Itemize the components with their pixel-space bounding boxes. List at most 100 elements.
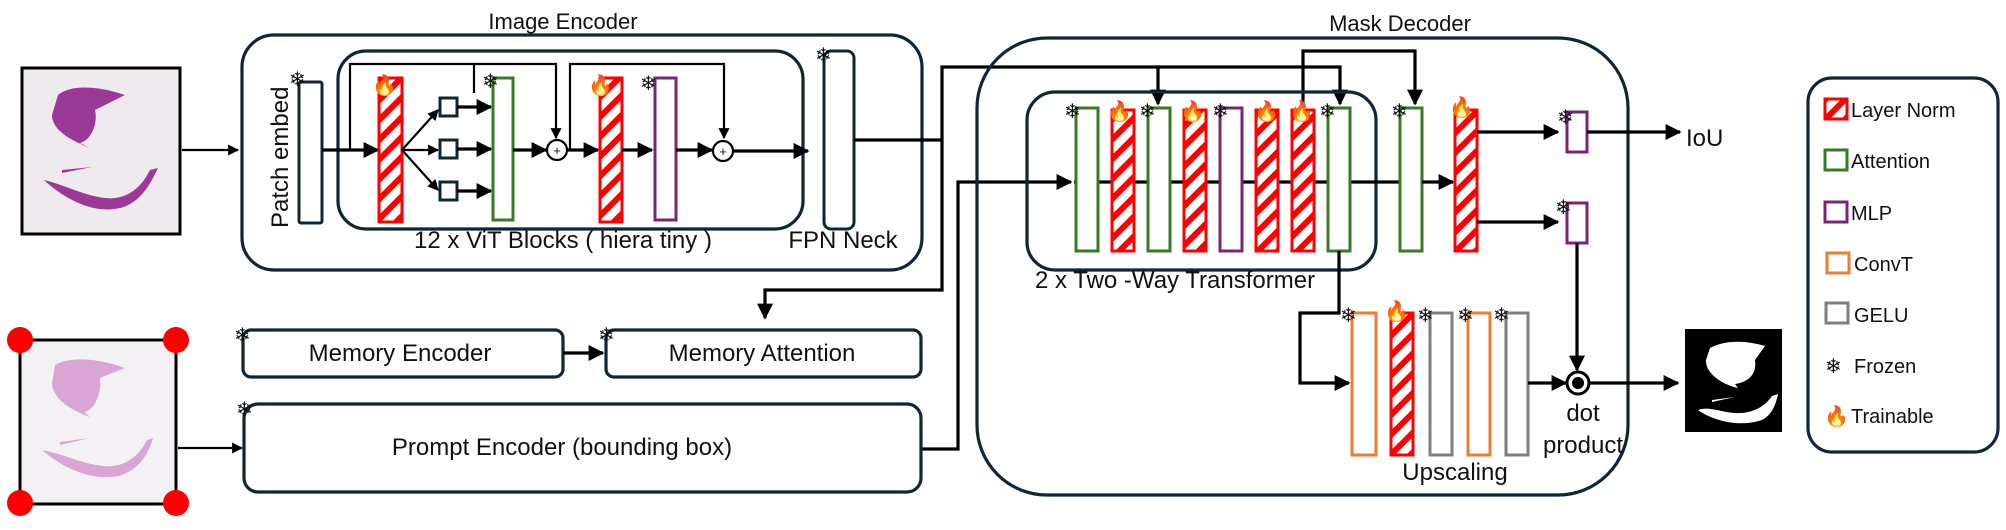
attention-block	[1146, 106, 1172, 253]
svg-text:+: +	[553, 143, 561, 158]
frozen-icon: ❄	[236, 397, 253, 421]
image-encoder-container	[240, 33, 924, 272]
bbox-corner-bl	[7, 490, 33, 516]
svg-text:GELU: GELU	[1854, 305, 1908, 327]
tissue-lower	[44, 168, 158, 210]
trainable-icon: 🔥	[372, 73, 397, 97]
trainable-icon: 🔥	[1107, 99, 1132, 123]
convt-block	[1466, 311, 1492, 457]
legend-item-frozen: ❄ Frozen	[1825, 354, 1916, 378]
value-projection	[438, 180, 459, 202]
layer-norm-block	[377, 76, 404, 224]
legend-container	[1806, 76, 2000, 454]
memory-attention: Memory Attention ❄	[598, 323, 923, 379]
memory-encoder-label: Memory Encoder	[309, 340, 492, 367]
vit-blocks-label: 12 x ViT Blocks ( hiera tiny )	[414, 227, 712, 254]
gelu-swatch	[1824, 301, 1850, 325]
legend: Layer Norm Attention MLP ConvT GELU ❄ Fr…	[1806, 76, 2000, 454]
frozen-icon: ❄	[1340, 303, 1357, 327]
trainable-icon: 🔥	[588, 73, 613, 97]
wire-skip-to-final-attention	[1301, 49, 1423, 110]
frozen-icon: ❄	[598, 323, 615, 347]
dot-product-label-line1: dot	[1566, 400, 1600, 427]
layer-norm-block	[1110, 108, 1136, 253]
mask-decoder: Mask Decoder 2 x Two -Way Transformer ❄ …	[975, 11, 1723, 497]
wire-prompt-to-decoder	[922, 174, 1073, 451]
attention-block	[1326, 106, 1352, 253]
frozen-icon: ❄	[1212, 99, 1229, 123]
trainable-icon: 🔥	[1180, 99, 1205, 123]
frozen-icon: ❄	[234, 323, 251, 347]
layer-norm-swatch	[1823, 97, 1849, 121]
gelu-block	[1428, 311, 1454, 457]
layer-norm-block	[1182, 108, 1208, 253]
frozen-icon: ❄	[1319, 99, 1336, 123]
layer-norm-block	[1254, 108, 1280, 253]
prompt-encoder-label: Prompt Encoder (bounding box)	[392, 434, 732, 461]
fpn-neck-block	[822, 49, 856, 231]
svg-text:Layer Norm: Layer Norm	[1851, 100, 1955, 122]
final-layer-norm-block	[1453, 108, 1479, 253]
frozen-icon: ❄	[1064, 99, 1081, 123]
trainable-icon: 🔥	[1824, 404, 1849, 428]
frozen-icon: ❄	[1555, 195, 1572, 219]
frozen-icon: ❄	[1417, 303, 1434, 327]
vit-blocks-container	[336, 49, 805, 231]
two-way-transformer-label: 2 x Two -Way Transformer	[1035, 267, 1315, 294]
frozen-icon: ❄	[482, 69, 499, 93]
bbox-corner-tl	[7, 327, 33, 353]
mlp-block	[1218, 106, 1244, 253]
memory-attention-label: Memory Attention	[669, 340, 856, 367]
mlp-swatch	[1823, 200, 1849, 224]
fpn-neck-label: FPN Neck	[788, 227, 898, 254]
prompt-image-with-bbox	[7, 327, 189, 516]
final-attention-block	[1398, 106, 1424, 253]
legend-item-mlp: MLP	[1823, 200, 1892, 225]
tissue-upper	[52, 87, 125, 148]
query-projection	[438, 96, 459, 118]
patch-embed-block	[297, 80, 324, 225]
frozen-icon: ❄	[1391, 99, 1408, 123]
frozen-icon: ❄	[1557, 105, 1574, 129]
convt-block	[1350, 311, 1378, 457]
attention-block	[1074, 106, 1100, 253]
trainable-icon: 🔥	[1254, 99, 1279, 123]
frozen-icon: ❄	[1139, 99, 1156, 123]
svg-text:Frozen: Frozen	[1854, 356, 1916, 378]
attention-block	[491, 76, 515, 222]
dot-product-label-line2: product	[1543, 432, 1623, 459]
layer-norm-block	[598, 76, 624, 224]
wire-encoder-to-decoder-a	[854, 65, 1166, 142]
layer-norm-block	[1389, 311, 1415, 457]
patch-embed-label: Patch embed	[267, 87, 294, 228]
patch-embed: Patch embed ❄	[267, 67, 324, 228]
input-image	[20, 66, 182, 236]
svg-text:+: +	[719, 144, 727, 159]
upscaling-blocks: ❄ 🔥 ❄ ❄ ❄	[1340, 299, 1530, 457]
iou-output-label: IoU	[1686, 125, 1723, 152]
mlp-block	[653, 76, 678, 222]
frozen-icon: ❄	[1493, 303, 1510, 327]
frozen-icon: ❄	[289, 67, 306, 91]
frozen-icon: ❄	[815, 43, 832, 67]
two-way-blocks: ❄ 🔥 ❄ 🔥 ❄ 🔥 🔥 ❄	[1064, 99, 1352, 253]
legend-item-trainable: 🔥 Trainable	[1824, 404, 1934, 428]
wire-to-upscaling	[1298, 251, 1351, 391]
frozen-icon: ❄	[1825, 354, 1842, 378]
upscaling-label: Upscaling	[1402, 459, 1507, 486]
legend-item-gelu: GELU	[1824, 301, 1908, 327]
bbox-corner-tr	[163, 327, 189, 353]
frozen-icon: ❄	[640, 71, 657, 95]
trainable-icon: 🔥	[1289, 99, 1314, 123]
prompt-encoder: Prompt Encoder (bounding box) ❄	[236, 397, 923, 494]
convt-swatch	[1825, 251, 1851, 275]
mask-decoder-title: Mask Decoder	[1329, 11, 1471, 36]
layer-norm-block	[1290, 108, 1316, 253]
gelu-block	[1504, 311, 1530, 457]
svg-text:MLP: MLP	[1851, 203, 1892, 225]
legend-item-convt: ConvT	[1825, 251, 1913, 276]
svg-text:ConvT: ConvT	[1854, 254, 1913, 276]
attention-swatch	[1823, 148, 1849, 172]
image-encoder-title: Image Encoder	[488, 9, 637, 34]
